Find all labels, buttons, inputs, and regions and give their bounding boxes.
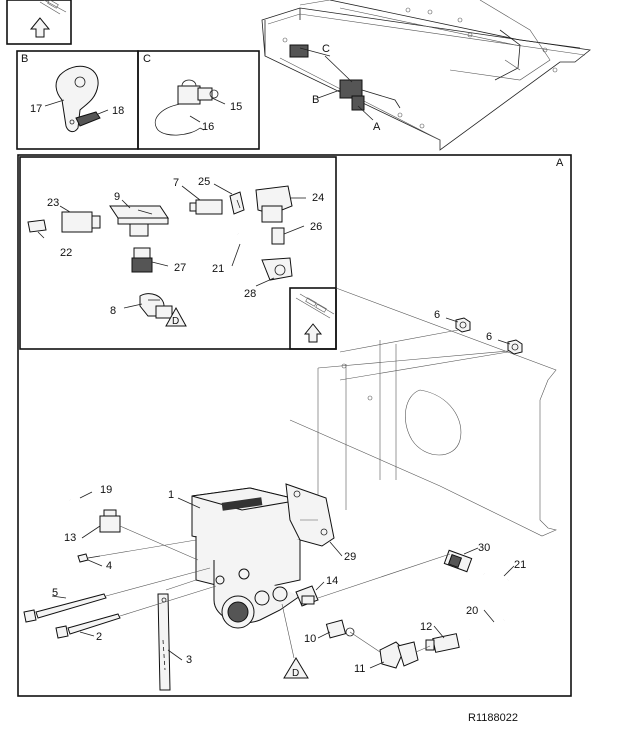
forward-arrow-icon	[303, 323, 323, 343]
inset-subassembly: D 22 23 9 7 25 24 26 21 27 28 8	[19, 156, 337, 350]
callout-11: 11	[354, 663, 365, 675]
callout-5: 5	[52, 587, 58, 599]
callout-18: 18	[112, 105, 124, 117]
part-11-elbow	[379, 641, 419, 669]
part-1-valve-unit	[191, 487, 301, 629]
callout-22: 22	[60, 247, 72, 259]
callout-21: 21	[514, 559, 526, 571]
part-2-bolt	[55, 613, 121, 639]
callout-14: 14	[326, 575, 338, 587]
callout-10: 10	[304, 633, 316, 645]
callout-24: 24	[312, 192, 324, 204]
triangle-label-D2: D	[292, 668, 299, 679]
callout-1: 1	[168, 489, 174, 501]
part-6-nut	[507, 339, 523, 355]
part-5-bolt	[23, 593, 107, 623]
part-6-nut	[455, 317, 471, 333]
detail-panel-A	[17, 154, 572, 697]
callout-17: 17	[30, 103, 42, 115]
callout-8: 8	[110, 305, 116, 317]
callout-27: 27	[174, 262, 186, 274]
callout-23: 23	[47, 197, 59, 209]
callout-7: 7	[173, 177, 179, 189]
callout-top-C: C	[322, 43, 330, 55]
part-13-fitting	[99, 509, 121, 533]
callout-6a: 6	[434, 309, 440, 321]
callout-30: 30	[478, 542, 490, 554]
orientation-indicator-top	[6, 0, 72, 45]
callout-15: 15	[230, 101, 242, 113]
drawing-reference-code: R1188022	[468, 712, 518, 724]
callout-19: 19	[100, 484, 112, 496]
warning-triangle-icon	[283, 657, 309, 679]
part-29-bracket	[285, 483, 335, 547]
callout-6b: 6	[486, 331, 492, 343]
panel-C-label: C	[143, 53, 151, 65]
detail-panel-C: C 15 16	[137, 50, 260, 150]
part-15-sensor	[177, 79, 219, 105]
callout-2: 2	[96, 631, 102, 643]
warning-triangle-icon	[165, 306, 187, 327]
part-30-fitting	[443, 549, 473, 573]
callout-top-A: A	[373, 121, 381, 133]
callout-3: 3	[186, 654, 192, 666]
chassis-overview: C B A	[261, 0, 591, 151]
callout-25: 25	[198, 176, 210, 188]
triangle-label-D1: D	[172, 316, 179, 327]
callout-12: 12	[420, 621, 432, 633]
part-17-bracket	[55, 65, 99, 133]
detail-panel-B: B 17 18	[16, 50, 139, 150]
part-10-fitting	[325, 619, 355, 639]
callout-9: 9	[114, 191, 120, 203]
callout-28: 28	[244, 288, 256, 300]
callout-20: 20	[466, 605, 478, 617]
part-12-fitting	[425, 633, 460, 653]
callout-16: 16	[202, 121, 214, 133]
callout-21-inset: 21	[212, 263, 224, 275]
callout-26: 26	[310, 221, 322, 233]
callout-13: 13	[64, 532, 76, 544]
panel-A-label: A	[556, 157, 564, 169]
callout-4: 4	[106, 560, 112, 572]
part-18-cable-tie	[75, 111, 101, 127]
part-16-cable	[154, 103, 205, 136]
callout-29: 29	[344, 551, 356, 563]
frame-rail	[289, 287, 557, 537]
part-3-strap	[157, 593, 171, 691]
panel-B-label: B	[21, 53, 28, 65]
part-14-fitting	[295, 585, 319, 607]
orientation-indicator-icon	[295, 293, 335, 319]
orientation-indicator-icon	[39, 0, 67, 15]
callout-top-B: B	[312, 94, 319, 106]
forward-arrow-icon	[29, 17, 51, 38]
